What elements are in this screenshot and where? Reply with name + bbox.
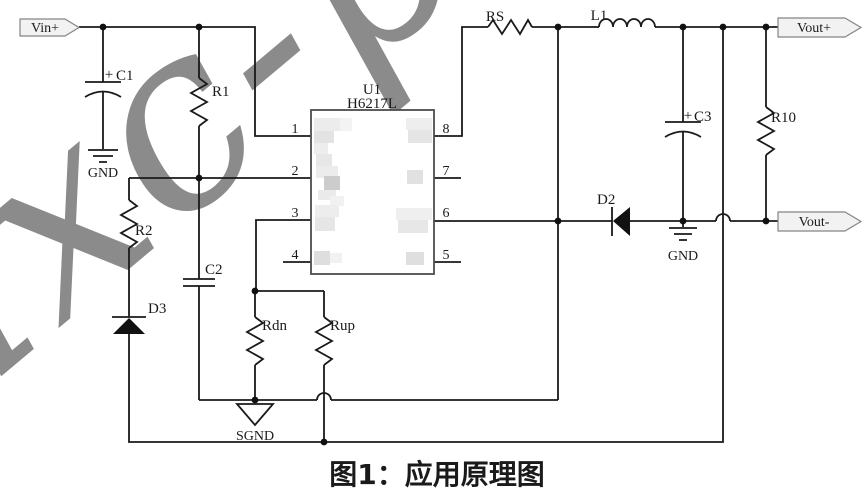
ic-refdes-label: U1 <box>363 82 381 98</box>
c1-label: C1 <box>116 68 134 84</box>
c2-label: C2 <box>205 262 223 278</box>
vout-minus-tag <box>777 211 863 232</box>
junction-dots <box>99 23 770 446</box>
pin-number-3: 3 <box>292 206 299 221</box>
wire-vin-to-pin1 <box>79 26 311 137</box>
d2-label: D2 <box>597 192 615 208</box>
resistor-r10 <box>756 106 776 156</box>
c3-label: C3 <box>694 109 712 125</box>
port-tags: Vin+ Vout+ Vout- <box>19 17 863 232</box>
ic-pin-numbers: 1 2 3 4 8 7 6 5 <box>292 122 450 263</box>
r2-label: R2 <box>135 223 153 239</box>
r1-label: R1 <box>212 84 230 100</box>
diode-d2-triangle <box>613 207 630 236</box>
resistor-rs <box>487 18 533 36</box>
vout-plus-label: Vout+ <box>797 21 831 36</box>
sgnd-label: SGND <box>236 429 274 444</box>
wire-pin7-pin5-stubs <box>434 177 461 263</box>
pin-number-8: 8 <box>443 122 450 137</box>
gnd-left-icon <box>88 149 118 163</box>
pin-number-2: 2 <box>292 164 299 179</box>
wire-net <box>79 26 778 443</box>
rup-label: Rup <box>330 318 355 334</box>
ic-pin-names-redacted-mosaic <box>314 118 432 265</box>
c1-polarity-plus: + <box>105 67 113 83</box>
rs-label: RS <box>486 9 504 25</box>
resistor-rup <box>314 316 334 366</box>
wire-hop-vout-over-riser <box>715 213 731 222</box>
wire-r2-d3-bottom-rail <box>128 27 724 443</box>
l1-label: L1 <box>591 8 608 24</box>
vout-minus-label: Vout- <box>799 215 830 230</box>
capacitor-c3 <box>664 121 702 138</box>
resistor-rdn <box>245 316 265 366</box>
wire-pin3-rdn-rup <box>254 219 325 442</box>
resistor-r1 <box>189 77 209 127</box>
vout-plus-tag <box>777 17 863 38</box>
gnd-left-label: GND <box>88 166 118 181</box>
ic-partnumber-label: H6217L <box>347 96 397 112</box>
pin-number-6: 6 <box>443 206 450 221</box>
pin-number-4: 4 <box>292 248 299 263</box>
rdn-label: Rdn <box>262 318 288 334</box>
inductor-l1 <box>598 18 656 28</box>
gnd-right-label: GND <box>668 249 698 264</box>
r10-label: R10 <box>771 110 796 126</box>
gnd-right-icon <box>669 227 697 241</box>
d3-label: D3 <box>148 301 166 317</box>
capacitor-c2 <box>183 278 215 287</box>
wire-pin8-rs-l1-rail <box>434 26 778 137</box>
pin-number-5: 5 <box>443 248 450 263</box>
vin-plus-label: Vin+ <box>31 21 59 36</box>
diode-d3-triangle <box>113 318 145 334</box>
figure-caption: 图1：应用原理图 <box>329 458 544 491</box>
vin-plus-tag <box>19 18 81 37</box>
sgnd-triangle-icon <box>235 403 275 427</box>
pin-number-7: 7 <box>443 164 450 179</box>
pin-number-1: 1 <box>292 122 299 137</box>
capacitor-c1 <box>84 81 122 98</box>
c3-polarity-plus: + <box>684 108 692 124</box>
resistor-r2 <box>119 199 139 249</box>
